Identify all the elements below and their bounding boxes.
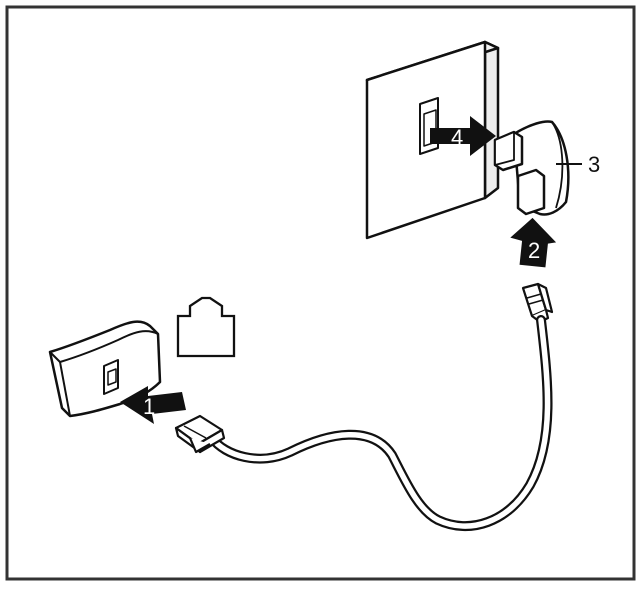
label-4: 4 xyxy=(451,125,463,150)
arrow-4 xyxy=(430,116,496,156)
telephone-cable xyxy=(207,315,553,532)
arrow-1 xyxy=(120,386,186,424)
telephone-adapter xyxy=(493,120,582,216)
label-3: 3 xyxy=(588,152,600,177)
wall-socket-hole xyxy=(419,97,439,155)
label-2: 2 xyxy=(528,238,540,263)
label-1: 1 xyxy=(143,394,155,419)
phone-jack-icon xyxy=(176,296,236,358)
rj11-plug-top xyxy=(521,282,554,324)
rj11-plug-bottom xyxy=(174,414,226,454)
laptop-side-port xyxy=(48,320,162,418)
wall-socket xyxy=(365,40,500,240)
arrow-2 xyxy=(510,217,557,268)
laptop-phone-port xyxy=(103,359,119,395)
